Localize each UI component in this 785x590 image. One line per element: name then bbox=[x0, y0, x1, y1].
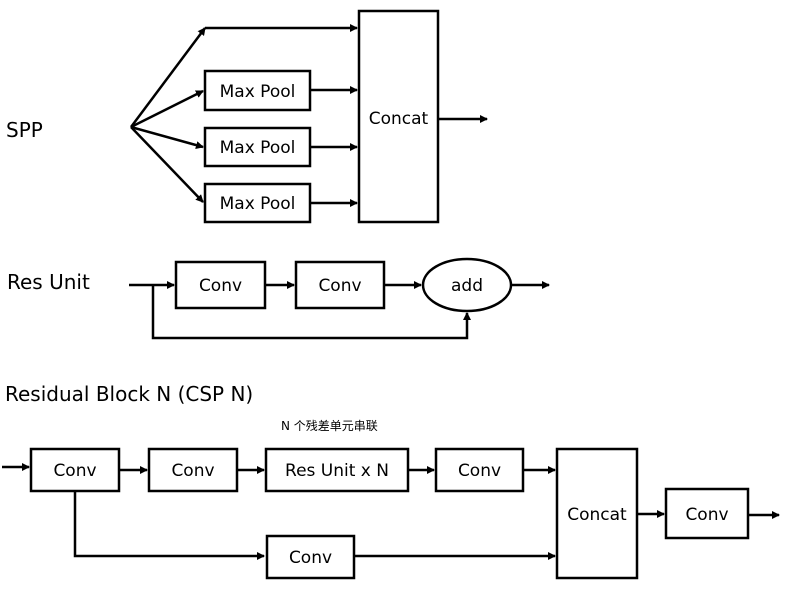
csp-conv-shortcut: Conv bbox=[265, 534, 356, 580]
maxpool-label: Max Pool bbox=[220, 138, 296, 158]
conv-label: Conv bbox=[199, 276, 242, 296]
spp-maxpool-3: Max Pool bbox=[203, 182, 312, 224]
res-unit-section: Res Unit Conv Conv add bbox=[7, 257, 550, 340]
spp-fan-arrow-2 bbox=[130, 89, 204, 129]
res-unit-title: Res Unit bbox=[7, 270, 90, 294]
concat-label: Concat bbox=[567, 505, 627, 525]
maxpool-label: Max Pool bbox=[220, 194, 296, 214]
spp-section: SPP Max Pool Max Pool Max Pool Concat bbox=[6, 9, 488, 224]
csp-concat: Concat bbox=[555, 447, 639, 580]
csp-conv-b: Conv bbox=[434, 447, 525, 493]
spp-fan-arrow-1 bbox=[129, 27, 207, 128]
conv-label: Conv bbox=[685, 505, 728, 525]
csp-conv-in: Conv bbox=[29, 447, 121, 493]
spp-title: SPP bbox=[6, 118, 43, 142]
res-unit-add-node: add bbox=[421, 257, 513, 313]
spp-maxpool-2: Max Pool bbox=[203, 126, 312, 168]
res-units-label: Res Unit x N bbox=[285, 461, 389, 481]
spp-concat: Concat bbox=[357, 9, 440, 224]
csp-title: Residual Block N (CSP N) bbox=[5, 382, 253, 406]
spp-maxpool-1: Max Pool bbox=[203, 69, 312, 112]
spp-fan-arrow-4 bbox=[130, 126, 204, 203]
res-unit-conv-1: Conv bbox=[174, 260, 267, 310]
csp-conv-out: Conv bbox=[664, 487, 750, 540]
csp-note: N 个残差单元串联 bbox=[281, 419, 378, 433]
spp-fan-arrow-3 bbox=[130, 125, 204, 149]
csp-section: Residual Block N (CSP N) N 个残差单元串联 Conv … bbox=[2, 382, 780, 580]
res-unit-conv-2: Conv bbox=[294, 260, 386, 310]
conv-label: Conv bbox=[53, 461, 96, 481]
csp-shortcut-arrow bbox=[73, 491, 265, 560]
csp-res-units: Res Unit x N bbox=[264, 447, 410, 493]
conv-label: Conv bbox=[171, 461, 214, 481]
csp-conv-a: Conv bbox=[147, 447, 239, 493]
conv-label: Conv bbox=[318, 276, 361, 296]
concat-label: Concat bbox=[369, 109, 429, 129]
conv-label: Conv bbox=[289, 548, 332, 568]
add-label: add bbox=[451, 276, 483, 296]
maxpool-label: Max Pool bbox=[220, 82, 296, 102]
res-unit-skip-connection bbox=[151, 285, 471, 340]
conv-label: Conv bbox=[458, 461, 501, 481]
